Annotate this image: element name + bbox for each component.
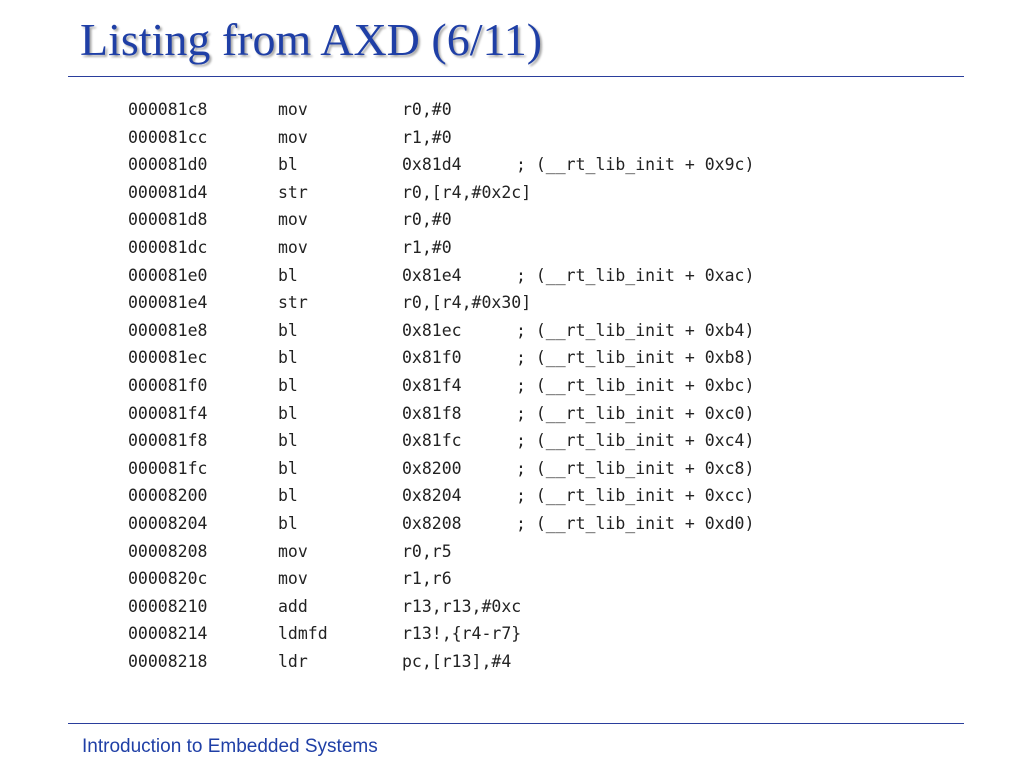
- address: 0000820c: [128, 569, 208, 589]
- listing-row: 00008208 mov r0,r5: [128, 538, 754, 566]
- mnemonic: str: [278, 182, 308, 202]
- listing-row: 00008210 add r13,r13,#0xc: [128, 593, 754, 621]
- address: 000081e4: [128, 293, 208, 313]
- operands: r13,r13,#0xc: [402, 596, 522, 616]
- operands: r0,[r4,#0x2c]: [402, 182, 532, 202]
- address: 000081d8: [128, 210, 208, 230]
- mnemonic: mov: [278, 127, 308, 147]
- mnemonic: bl: [278, 320, 298, 340]
- listing-row: 0000820c mov r1,r6: [128, 565, 754, 593]
- footer-divider: [68, 723, 964, 724]
- comment: ; (__rt_lib_init + 0xb8): [516, 348, 755, 368]
- listing-row: 000081e4 str r0,[r4,#0x30]: [128, 289, 754, 317]
- comment: ; (__rt_lib_init + 0xc4): [516, 431, 755, 451]
- listing-row: 000081d4 str r0,[r4,#0x2c]: [128, 179, 754, 207]
- comment: ; (__rt_lib_init + 0x9c): [516, 155, 755, 175]
- listing-row: 00008218 ldr pc,[r13],#4: [128, 648, 754, 676]
- listing-row: 000081cc mov r1,#0: [128, 124, 754, 152]
- address: 00008210: [128, 596, 208, 616]
- operands: r1,#0: [402, 127, 452, 147]
- address: 000081e8: [128, 320, 208, 340]
- address: 00008204: [128, 513, 208, 533]
- address: 000081d4: [128, 182, 208, 202]
- operands: r0,#0: [402, 100, 452, 119]
- listing-row: 000081e8 bl 0x81ec ; (__rt_lib_init + 0xb4): [128, 317, 754, 345]
- operands: 0x81f8: [402, 403, 462, 423]
- operands: r0,r5: [402, 541, 452, 561]
- footer-text: Introduction to Embedded Systems: [82, 736, 378, 757]
- address: 000081f8: [128, 431, 208, 451]
- listing-row: 000081c8 mov r0,#0: [128, 96, 754, 124]
- address: 000081c8: [128, 100, 208, 119]
- address: 000081e0: [128, 265, 208, 285]
- address: 000081d0: [128, 155, 208, 175]
- mnemonic: bl: [278, 403, 298, 423]
- mnemonic: mov: [278, 210, 308, 230]
- listing-row: 000081fc bl 0x8200 ; (__rt_lib_init + 0xc8): [128, 455, 754, 483]
- operands: r0,[r4,#0x30]: [402, 293, 532, 313]
- listing-row: 000081e0 bl 0x81e4 ; (__rt_lib_init + 0xac): [128, 262, 754, 290]
- comment: ; (__rt_lib_init + 0xd0): [516, 513, 755, 533]
- listing-row: 000081dc mov r1,#0: [128, 234, 754, 262]
- listing-row: 000081d0 bl 0x81d4 ; (__rt_lib_init + 0x9c): [128, 151, 754, 179]
- listing-row: 000081d8 mov r0,#0: [128, 206, 754, 234]
- comment: ; (__rt_lib_init + 0xac): [516, 265, 755, 285]
- mnemonic: bl: [278, 348, 298, 368]
- address: 000081dc: [128, 237, 208, 257]
- mnemonic: mov: [278, 569, 308, 589]
- operands: 0x81fc: [402, 431, 462, 451]
- mnemonic: bl: [278, 431, 298, 451]
- disassembly-listing: 000081c8 mov r0,#0 000081cc mov r1,#0 000081d0…: [128, 96, 754, 675]
- listing-row: 00008214 ldmfd r13!,{r4-r7}: [128, 620, 754, 648]
- mnemonic: mov: [278, 100, 308, 119]
- operands: pc,[r13],#4: [402, 651, 512, 671]
- operands: 0x81d4: [402, 155, 462, 175]
- address: 00008200: [128, 486, 208, 506]
- comment: ; (__rt_lib_init + 0xcc): [516, 486, 755, 506]
- operands: 0x81ec: [402, 320, 462, 340]
- listing-row: 00008204 bl 0x8208 ; (__rt_lib_init + 0xd0): [128, 510, 754, 538]
- mnemonic: bl: [278, 375, 298, 395]
- mnemonic: ldr: [278, 651, 308, 671]
- operands: 0x81f0: [402, 348, 462, 368]
- title-divider: [68, 76, 964, 77]
- mnemonic: bl: [278, 458, 298, 478]
- mnemonic: bl: [278, 155, 298, 175]
- operands: 0x8208: [402, 513, 462, 533]
- comment: ; (__rt_lib_init + 0xb4): [516, 320, 755, 340]
- operands: r0,#0: [402, 210, 452, 230]
- listing-row: 000081f8 bl 0x81fc ; (__rt_lib_init + 0xc4): [128, 427, 754, 455]
- comment: ; (__rt_lib_init + 0xc0): [516, 403, 755, 423]
- address: 000081f4: [128, 403, 208, 423]
- address: 000081f0: [128, 375, 208, 395]
- operands: r1,r6: [402, 569, 452, 589]
- address: 00008218: [128, 651, 208, 671]
- operands: 0x8204: [402, 486, 462, 506]
- mnemonic: ldmfd: [278, 624, 328, 644]
- mnemonic: bl: [278, 513, 298, 533]
- listing-row: 00008200 bl 0x8204 ; (__rt_lib_init + 0xcc): [128, 482, 754, 510]
- operands: r13!,{r4-r7}: [402, 624, 522, 644]
- address: 00008208: [128, 541, 208, 561]
- address: 000081ec: [128, 348, 208, 368]
- operands: r1,#0: [402, 237, 452, 257]
- slide-title: Listing from AXD (6/11): [80, 14, 543, 65]
- mnemonic: add: [278, 596, 308, 616]
- mnemonic: str: [278, 293, 308, 313]
- mnemonic: bl: [278, 265, 298, 285]
- comment: ; (__rt_lib_init + 0xc8): [516, 458, 755, 478]
- listing-row: 000081ec bl 0x81f0 ; (__rt_lib_init + 0xb8): [128, 344, 754, 372]
- mnemonic: mov: [278, 541, 308, 561]
- operands: 0x81e4: [402, 265, 462, 285]
- operands: 0x8200: [402, 458, 462, 478]
- comment: ; (__rt_lib_init + 0xbc): [516, 375, 755, 395]
- mnemonic: bl: [278, 486, 298, 506]
- mnemonic: mov: [278, 237, 308, 257]
- address: 000081fc: [128, 458, 208, 478]
- address: 00008214: [128, 624, 208, 644]
- address: 000081cc: [128, 127, 208, 147]
- listing-row: 000081f0 bl 0x81f4 ; (__rt_lib_init + 0xbc): [128, 372, 754, 400]
- operands: 0x81f4: [402, 375, 462, 395]
- listing-row: 000081f4 bl 0x81f8 ; (__rt_lib_init + 0xc0): [128, 400, 754, 428]
